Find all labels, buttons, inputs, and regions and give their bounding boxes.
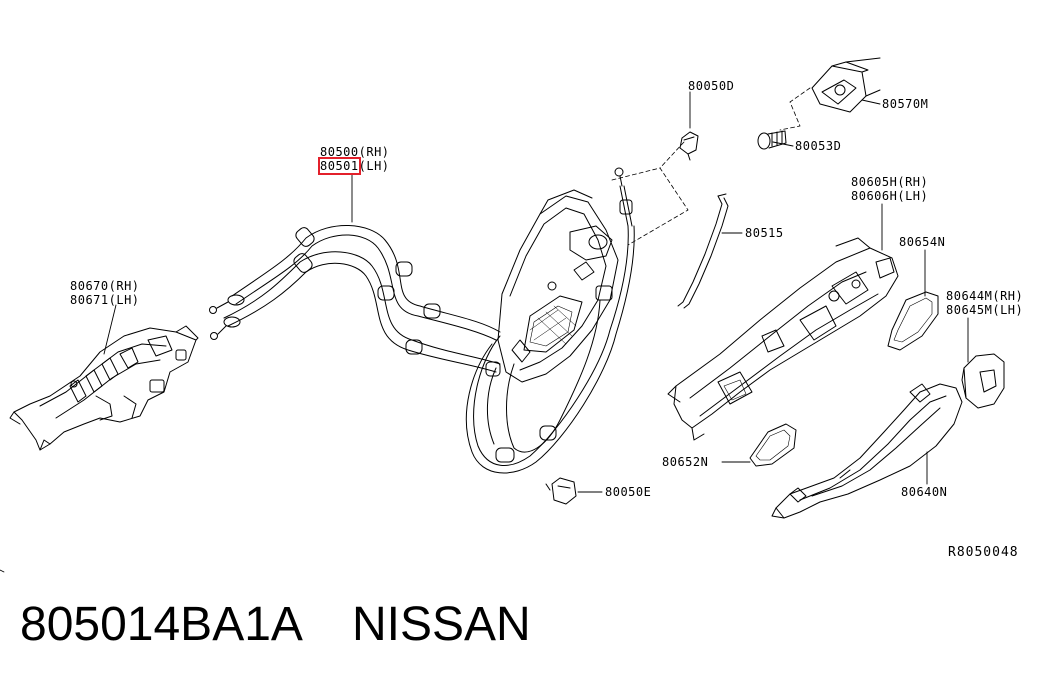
gasket-80652n [749, 423, 797, 467]
dashed-guides [611, 87, 811, 246]
cable-assembly-80501 [209, 167, 635, 474]
clip-80050d [679, 131, 699, 161]
label-80644m-rh: 80644M(RH) [946, 289, 1024, 303]
leader-lines [103, 91, 969, 493]
clip-80050e [545, 477, 577, 505]
rod-80515 [677, 193, 729, 309]
gasket-80654n [887, 291, 939, 351]
label-80671-lh: 80671(LH) [70, 293, 140, 307]
label-80645m-lh: 80645M(LH) [946, 303, 1024, 317]
label-80654n: 80654N [899, 235, 946, 249]
label-80606h-lh: 80606H(LH) [851, 189, 929, 203]
striker-80570m [811, 57, 881, 113]
label-80515: 80515 [745, 226, 784, 240]
label-80501-side: (LH) [358, 159, 390, 173]
label-80605h-rh: 80605H(RH) [851, 175, 929, 189]
label-80652n: 80652N [662, 455, 709, 469]
label-80570m: 80570M [882, 97, 929, 111]
label-80500-rh: 80500(RH) [320, 145, 390, 159]
door-lock-actuator [497, 189, 619, 383]
reference-code: R8050048 [948, 545, 1019, 560]
screw-80053d [757, 130, 787, 150]
escutcheon-80644m [961, 353, 1005, 409]
highlighted-part-number: 80501 [318, 157, 361, 175]
label-80050e: 80050E [605, 485, 652, 499]
label-80501-lh: 80501(LH) [318, 157, 390, 175]
outside-handle-80640n [771, 383, 963, 519]
handle-bracket-80605h [667, 237, 899, 441]
label-80050d: 80050D [688, 79, 735, 93]
label-80640n: 80640N [901, 485, 948, 499]
part-number-caption: 805014BA1A [20, 598, 303, 651]
label-80670-rh: 80670(RH) [70, 279, 140, 293]
inside-handle-80670 [9, 325, 199, 451]
brand-caption: NISSAN [352, 598, 531, 651]
label-80053d: 80053D [795, 139, 842, 153]
